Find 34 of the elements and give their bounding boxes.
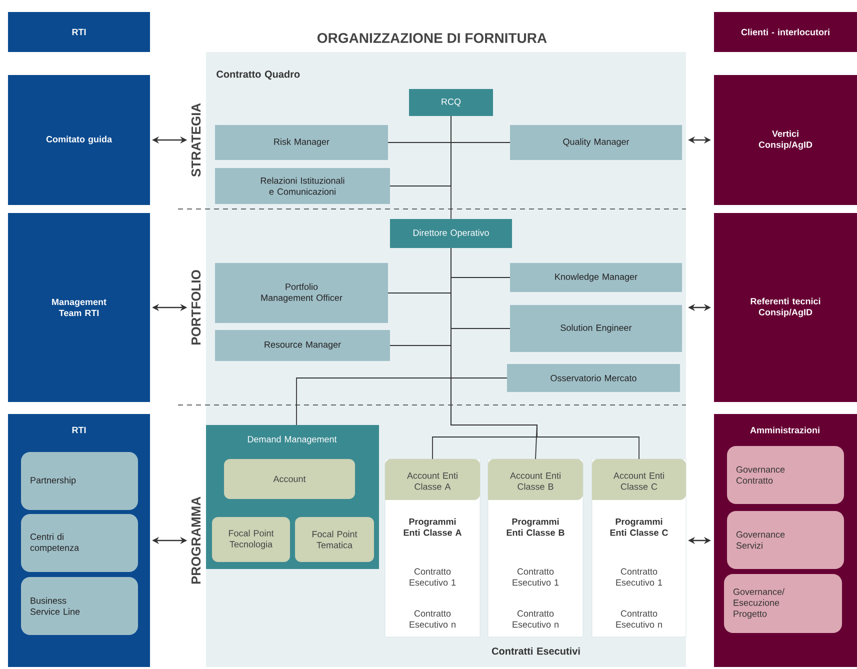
role-box: Risk Manager	[215, 125, 388, 160]
stakeholder-box: Management Team RTI	[8, 213, 150, 402]
role-box: Portfolio Management Officer	[215, 263, 388, 323]
role-box: Solution Engineer	[510, 305, 682, 352]
title: ORGANIZZAZIONE DI FORNITURA	[317, 33, 547, 43]
section-label: PROGRAMMA	[191, 496, 201, 584]
role-box: Osservatorio Mercato	[507, 364, 680, 392]
role-box: Resource Manager	[215, 330, 390, 361]
stakeholder-box: Vertici Consip/AgID	[714, 75, 857, 205]
role-box: Account	[224, 459, 355, 499]
role-box: Direttore Operativo	[390, 219, 512, 248]
role-box: Relazioni Istituzionali e Comunicazioni	[215, 168, 390, 204]
role-box: RCQ	[409, 89, 493, 116]
header-box: Clienti - interlocutori	[714, 12, 857, 52]
account-column: Account Enti Classe C Programmi Enti Classe C Contratto Esecutivo 1 Contratto Esecutivo n	[592, 458, 686, 638]
item-box: Centri di competenza	[21, 514, 138, 572]
connector-line	[450, 116, 452, 220]
stakeholder-box: Comitato guida	[8, 75, 150, 205]
item-box: Governance/ Esecuzione Progetto	[724, 574, 842, 633]
stakeholder-box: Referenti tecnici Consip/AgID	[714, 213, 857, 402]
item-box: Governance Servizi	[727, 511, 844, 569]
item-box: Business Service Line	[21, 577, 138, 635]
section-label: STRATEGIA	[191, 103, 201, 177]
role-box: Focal Point Tematica	[295, 517, 374, 562]
role-box: Quality Manager	[510, 125, 682, 160]
item-box: Partnership	[21, 452, 138, 510]
account-column: Account Enti Classe B Programmi Enti Classe B Contratto Esecutivo 1 Contratto Esecutivo n	[488, 458, 584, 638]
role-box: Focal Point Tecnologia	[212, 517, 290, 562]
section-label: PORTFOLIO	[191, 270, 201, 345]
item-box: Governance Contratto	[727, 446, 844, 504]
header-box: RTI	[8, 12, 150, 52]
account-column: Account Enti Classe A Programmi Enti Classe A Contratto Esecutivo 1 Contratto Esecutivo n	[384, 458, 480, 638]
connector-line	[450, 248, 640, 460]
role-box: Knowledge Manager	[510, 263, 682, 292]
